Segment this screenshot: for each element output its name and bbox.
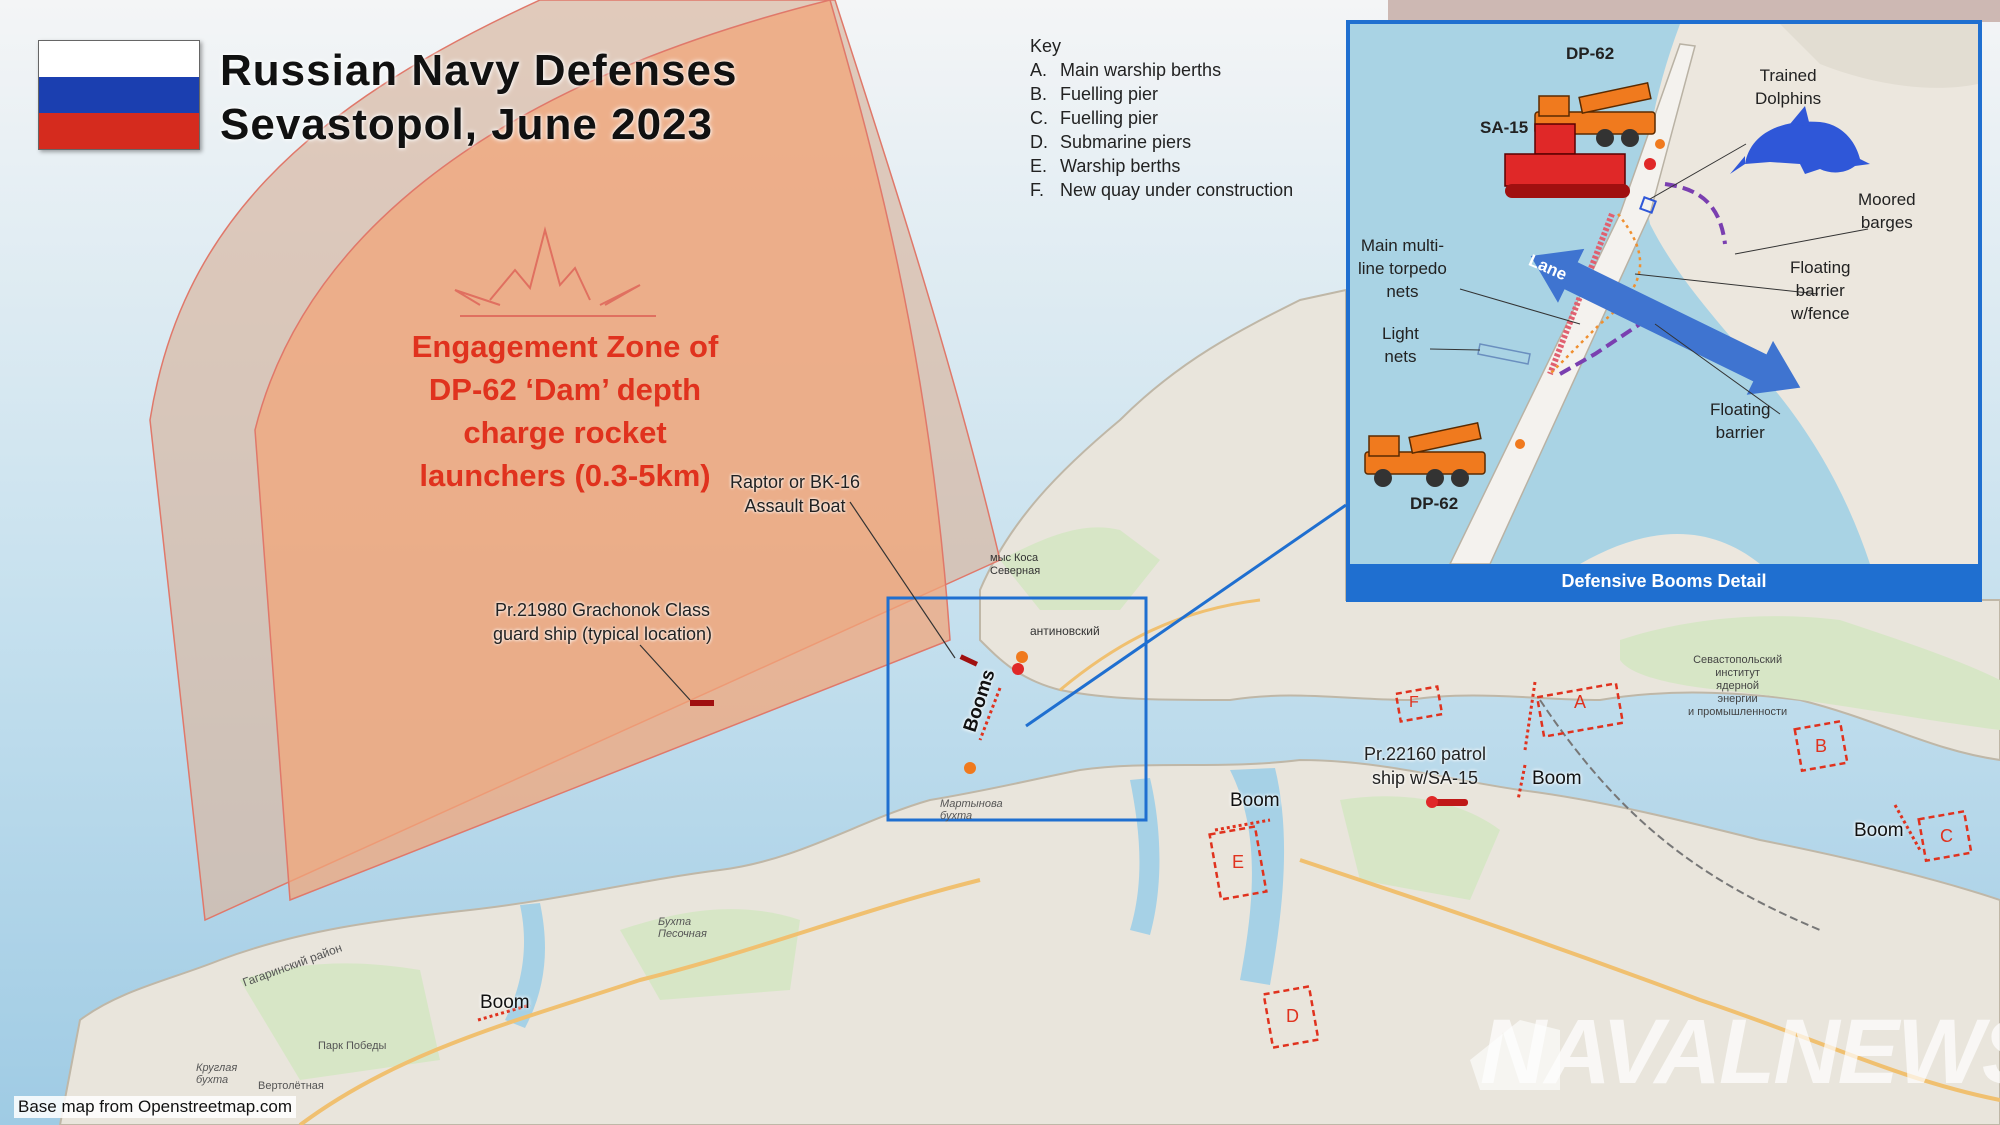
detail-connector-line (1025, 503, 1347, 728)
lane-arrow (1530, 248, 1801, 395)
inset-label-sa15: SA-15 (1480, 118, 1529, 137)
map-key: Key A.Main warship berths B.Fuelling pie… (1030, 34, 1293, 202)
title-line1: Russian Navy Defenses (220, 46, 738, 95)
key-item: C.Fuelling pier (1030, 108, 1159, 128)
boom-label-c: Boom (1854, 820, 1904, 841)
inset-label-dp62-top: DP-62 (1566, 44, 1615, 63)
inset-label-dp62-bottom: DP-62 (1410, 494, 1459, 513)
key-item: A.Main warship berths (1030, 60, 1222, 80)
floating-barrier-fence (1559, 322, 1642, 376)
place-label-pesochnaya: Бухта Песочная (658, 916, 707, 940)
flag-stripe-white (39, 41, 199, 77)
berth-markers (1208, 681, 1973, 1050)
place-label-martynova: Мартынова бухта (940, 798, 1003, 822)
berth-letter-e: E (1232, 852, 1245, 872)
navalnews-watermark: NAVALNEWS (1480, 1001, 2000, 1103)
inset-breakwater (1449, 43, 1696, 564)
place-label-institute: Севастопольский институт ядерной энергии… (1688, 654, 1788, 718)
place-label-kruglaya: Круглая бухта (196, 1062, 238, 1086)
detail-area-box (886, 596, 1148, 822)
flag-stripe-blue (39, 77, 199, 113)
floating-barrier-inset (1549, 213, 1642, 375)
russian-flag (38, 40, 200, 150)
map-credit: Base map from Openstreetmap.com (14, 1096, 297, 1118)
sa15-vehicle-icon (1504, 123, 1630, 198)
flag-stripe-red (39, 113, 199, 149)
dp62-truck-icon (1364, 422, 1486, 487)
moored-barges (1664, 182, 1727, 245)
boom-label-west: Boom (480, 992, 530, 1013)
key-heading: Key (1030, 36, 1062, 56)
key-item: F.New quay under construction (1030, 180, 1294, 200)
assault-boat-marker (959, 654, 979, 667)
berth-letter-a: A (1574, 692, 1587, 712)
place-label-cape: мыс Коса Северная (990, 552, 1041, 577)
patrol-ship-marker (1432, 799, 1468, 806)
key-item: D.Submarine piers (1030, 132, 1192, 152)
map-title: Russian Navy Defenses Sevastopol, June 2… (220, 44, 737, 152)
engagement-zone-inner (254, 0, 951, 902)
engagement-zone-label: Engagement Zone of DP-62 ‘Dam’ depth cha… (411, 329, 719, 493)
key-item: B.Fuelling pier (1030, 84, 1159, 104)
place-label-vertoletnaya: Вертолётная (258, 1080, 324, 1092)
explosion-icon (454, 226, 656, 317)
title-line2: Sevastopol, June 2023 (220, 100, 713, 149)
inset-footer: Defensive Booms Detail (1350, 564, 1978, 598)
inset-map (1364, 24, 1978, 564)
place-label-park: Парк Победы (318, 1040, 387, 1052)
boom-label-e: Boom (1230, 790, 1280, 811)
guard-ship-marker (690, 700, 714, 706)
place-label-konstantinovsky: антиновский (1030, 624, 1100, 638)
berth-letter-b: B (1815, 736, 1828, 756)
key-item: E.Warship berths (1030, 156, 1181, 176)
berth-letter-f: F (1409, 694, 1419, 711)
dolphin-icon (1730, 106, 1870, 174)
boom-label-a: Boom (1532, 768, 1582, 789)
berth-letter-d: D (1286, 1006, 1299, 1026)
navalnews-ship-icon (1470, 1020, 1560, 1090)
light-nets (1477, 343, 1531, 365)
inset-land (1646, 24, 1978, 564)
berth-letter-c: C (1940, 826, 1953, 846)
